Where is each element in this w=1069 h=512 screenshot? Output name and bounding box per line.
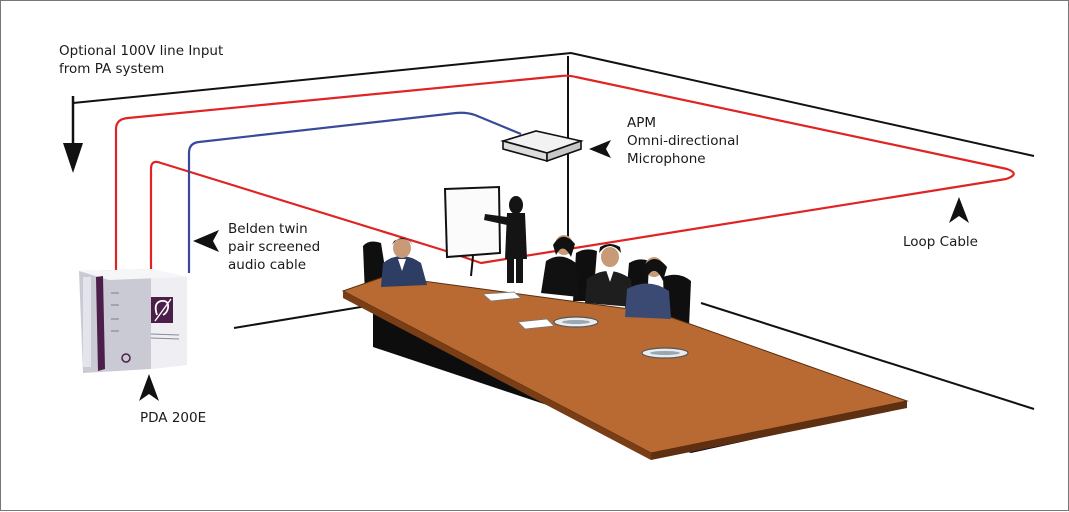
- loop-cable-label: Loop Cable: [903, 233, 978, 251]
- back-wall-top-line: [72, 51, 1035, 157]
- audio-cable: [187, 111, 522, 273]
- flip-chart: [443, 185, 502, 277]
- room-outline: [72, 51, 1035, 410]
- cable-arrow: [193, 230, 219, 252]
- loop-cable: [114, 74, 1015, 273]
- person-standing-woman: [541, 235, 579, 297]
- apm-label-line1: APM: [627, 115, 657, 131]
- apm-microphone: [500, 130, 584, 163]
- pa-input-arrow: [63, 96, 83, 173]
- pa-input-label: Optional 100V line Input from PA system: [59, 42, 223, 78]
- presenter-figure: [484, 196, 527, 283]
- seated-people: [381, 235, 671, 319]
- loop-cable-label-text: Loop Cable: [903, 234, 978, 250]
- cable-label-line3: audio cable: [228, 257, 307, 273]
- pda-200e-amplifier: [79, 269, 187, 373]
- cable-label: Belden twin pair screened audio cable: [228, 220, 320, 274]
- cable-label-line1: Belden twin: [228, 221, 308, 237]
- pda-label: PDA 200E: [140, 409, 206, 427]
- cable-label-line2: pair screened: [228, 239, 321, 255]
- person-right: [625, 257, 671, 319]
- conference-table: [341, 275, 909, 460]
- apm-label: APM Omni-directional Microphone: [627, 114, 739, 168]
- floor-line-left: [233, 304, 374, 329]
- pda-arrow: [139, 374, 159, 401]
- person-middle: [585, 244, 633, 307]
- pa-input-label-line2: from PA system: [59, 61, 165, 77]
- pa-input-label-line1: Optional 100V line Input: [59, 43, 224, 59]
- person-left: [381, 238, 427, 287]
- floor-line-right: [700, 302, 1035, 410]
- apm-label-line2: Omni-directional: [627, 133, 740, 149]
- apm-arrow: [589, 140, 611, 158]
- pda-label-text: PDA 200E: [140, 410, 207, 426]
- hearing-loop-icon: [151, 297, 173, 323]
- apm-label-line3: Microphone: [627, 151, 706, 167]
- loop-cable-arrow: [949, 197, 969, 223]
